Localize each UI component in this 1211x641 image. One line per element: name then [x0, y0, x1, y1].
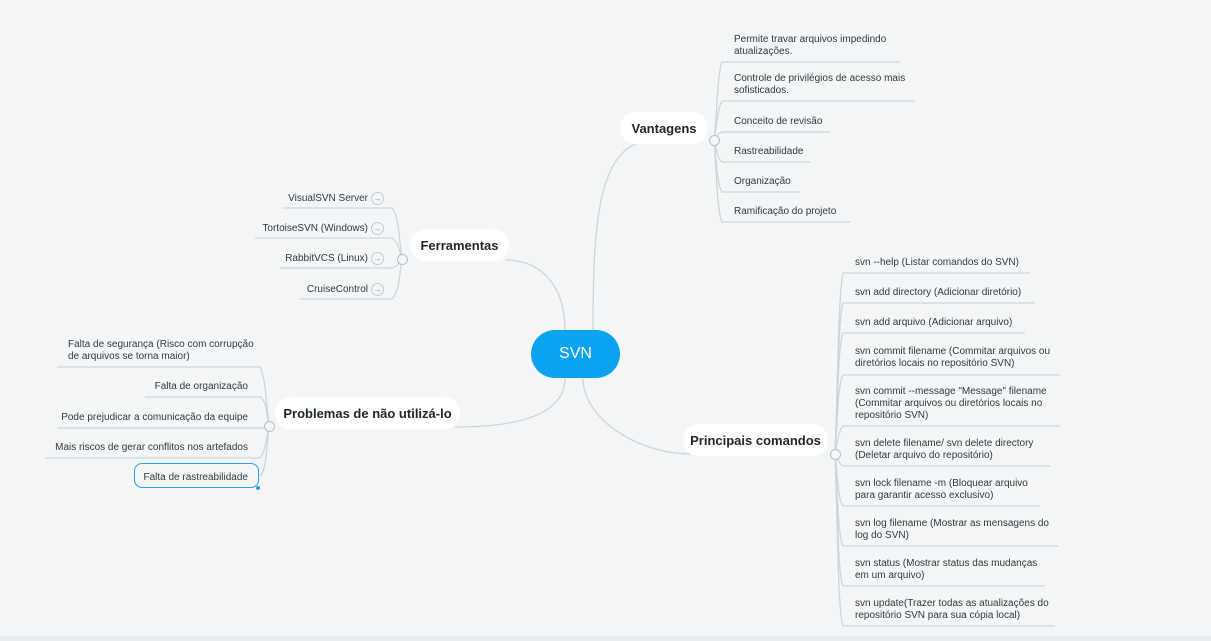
subtopic-text: Permite travar arquivos impedindo atuali…	[734, 34, 887, 57]
link-root-comandos	[582, 377, 691, 455]
root-node[interactable]: SVN	[531, 330, 620, 378]
subtopic-text: Falta de organização	[154, 381, 248, 392]
topic-problemas[interactable]: Problemas de não utilizá-lo	[275, 397, 460, 429]
subtopic-comandos-10[interactable]: svn update(Trazer todas as atualizações …	[855, 598, 1055, 622]
subtopic-comandos-4[interactable]: svn commit filename (Commitar arquivos o…	[855, 346, 1055, 370]
subtopic-text: Mais riscos de gerar conflitos nos artef…	[55, 442, 248, 453]
subtopic-ferramentas-1[interactable]: VisualSVN Server	[240, 193, 368, 205]
collapse-toggle-ferramentas[interactable]	[397, 254, 408, 265]
link-root-ferramentas	[504, 259, 566, 331]
subtopic-text: Falta de segurança (Risco com corrupção …	[68, 339, 254, 362]
subtopic-ferramentas-3[interactable]: RabbitVCS (Linux)	[240, 253, 368, 265]
subtopic-vantagens-5[interactable]: Organização	[734, 176, 854, 188]
subtopic-text: svn add directory (Adicionar diretório)	[855, 287, 1022, 298]
link-root-vantagens	[592, 139, 656, 331]
subtopic-text: Rastreabilidade	[734, 146, 804, 157]
topic-vantagens[interactable]: Vantagens	[620, 112, 708, 144]
subtopic-text: CruiseControl	[306, 284, 368, 295]
subtopic-problemas-5[interactable]: Falta de rastreabilidade	[140, 472, 248, 484]
subtopic-text: svn delete filename/ svn delete director…	[855, 438, 1034, 461]
subtopic-text: Organização	[734, 176, 791, 187]
subtopic-ferramentas-2[interactable]: TortoiseSVN (Windows)	[230, 223, 368, 235]
subtopic-text: svn status (Mostrar status das mudanças …	[855, 558, 1038, 581]
topic-ferramentas-label: Ferramentas	[420, 237, 499, 253]
hyperlink-arrow-icon[interactable]: →	[371, 252, 384, 265]
collapse-toggle-problemas[interactable]	[264, 421, 275, 432]
subtopic-ferramentas-4[interactable]: CruiseControl	[240, 284, 368, 296]
subtopic-text: svn log filename (Mostrar as mensagens d…	[855, 518, 1049, 541]
subtopic-comandos-8[interactable]: svn log filename (Mostrar as mensagens d…	[855, 518, 1055, 542]
subtopic-text: svn --help (Listar comandos do SVN)	[855, 257, 1019, 268]
hyperlink-arrow-icon[interactable]: →	[371, 283, 384, 296]
selected-topic-frame[interactable]	[134, 463, 259, 488]
subtopic-problemas-2[interactable]: Falta de organização	[100, 381, 248, 393]
hyperlink-arrow-icon[interactable]: →	[371, 222, 384, 235]
subtopic-vantagens-2[interactable]: Controle de privilégios de acesso mais s…	[734, 73, 914, 97]
subtopic-problemas-4[interactable]: Mais riscos de gerar conflitos nos artef…	[45, 442, 248, 454]
collapse-toggle-vantagens[interactable]	[709, 135, 720, 146]
subtopic-comandos-2[interactable]: svn add directory (Adicionar diretório)	[855, 287, 1055, 299]
subtopic-vantagens-3[interactable]: Conceito de revisão	[734, 116, 854, 128]
subtopic-text: TortoiseSVN (Windows)	[262, 223, 368, 234]
subtopic-vantagens-1[interactable]: Permite travar arquivos impedindo atuali…	[734, 34, 909, 58]
topic-comandos-label: Principais comandos	[690, 432, 821, 448]
topic-problemas-label: Problemas de não utilizá-lo	[283, 405, 452, 421]
subtopic-text: svn update(Trazer todas as atualizações …	[855, 598, 1049, 621]
subtopic-text: svn lock filename -m (Bloquear arquivo p…	[855, 478, 1028, 501]
link-root-problemas	[454, 377, 566, 428]
subtopic-vantagens-6[interactable]: Ramificação do projeto	[734, 206, 874, 218]
topic-vantagens-label: Vantagens	[631, 120, 697, 136]
subtopic-problemas-3[interactable]: Pode prejudicar a comunicação da equipe	[50, 412, 248, 424]
root-label: SVN	[559, 345, 592, 362]
subtopic-text: Pode prejudicar a comunicação da equipe	[61, 412, 248, 423]
subtopic-text: svn add arquivo (Adicionar arquivo)	[855, 317, 1013, 328]
subtopic-comandos-9[interactable]: svn status (Mostrar status das mudanças …	[855, 558, 1045, 582]
subtopic-text: RabbitVCS (Linux)	[285, 253, 368, 264]
subtopic-text: Conceito de revisão	[734, 116, 823, 127]
resize-handle[interactable]	[256, 486, 260, 490]
hyperlink-arrow-icon[interactable]: →	[371, 192, 384, 205]
topic-ferramentas[interactable]: Ferramentas	[410, 229, 509, 261]
bottom-scroll-strip	[0, 636, 1211, 641]
topic-principais-comandos[interactable]: Principais comandos	[683, 424, 828, 456]
subtopic-comandos-6[interactable]: svn delete filename/ svn delete director…	[855, 438, 1055, 462]
subtopic-comandos-5[interactable]: svn commit --message "Message" filename …	[855, 386, 1055, 422]
subtopic-comandos-7[interactable]: svn lock filename -m (Bloquear arquivo p…	[855, 478, 1045, 502]
collapse-toggle-comandos[interactable]	[830, 449, 841, 460]
subtopic-vantagens-4[interactable]: Rastreabilidade	[734, 146, 854, 158]
subtopic-comandos-1[interactable]: svn --help (Listar comandos do SVN)	[855, 257, 1055, 269]
subtopic-text: Falta de rastreabilidade	[143, 472, 248, 483]
subtopic-text: svn commit --message "Message" filename …	[855, 386, 1047, 421]
subtopic-text: Ramificação do projeto	[734, 206, 837, 217]
subtopic-comandos-3[interactable]: svn add arquivo (Adicionar arquivo)	[855, 317, 1055, 329]
subtopic-text: Controle de privilégios de acesso mais s…	[734, 73, 906, 96]
subtopic-text: svn commit filename (Commitar arquivos o…	[855, 346, 1051, 369]
subtopic-text: VisualSVN Server	[288, 193, 368, 204]
subtopic-problemas-1[interactable]: Falta de segurança (Risco com corrupção …	[68, 339, 258, 363]
